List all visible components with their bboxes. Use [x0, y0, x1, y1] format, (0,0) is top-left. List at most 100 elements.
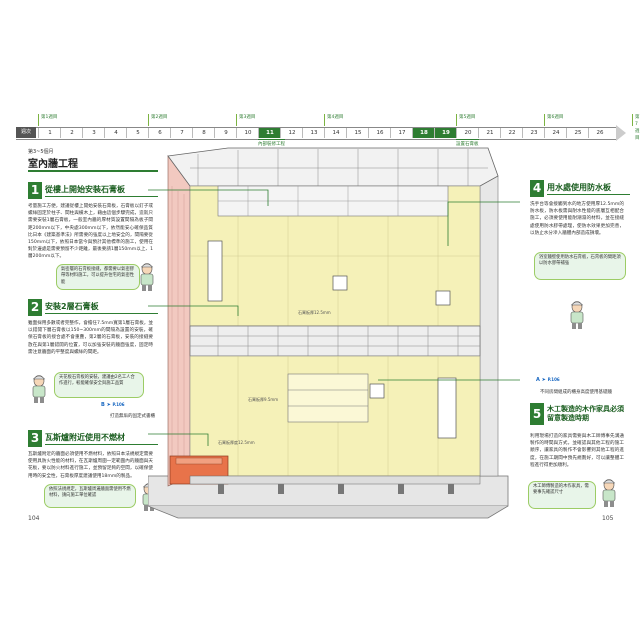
window: [435, 290, 451, 306]
timeline-week-number: 2: [60, 128, 83, 138]
step-rule: [547, 194, 630, 195]
drawing-label: 石膏板厚12.5mm: [298, 309, 331, 315]
timeline-week-number: 9: [214, 128, 237, 138]
timeline-head-label: 週次: [16, 127, 36, 138]
worker-illustration-icon: [32, 375, 46, 403]
timeline-week-number: 1: [38, 128, 61, 138]
timeline-week-number: 16: [368, 128, 391, 138]
step-5-body: 利用現場打造的家具需要與木工師傅事先溝通製作的時間與方式，並確認與其他工程的施工…: [530, 434, 624, 468]
timeline-arrow-icon: [616, 125, 626, 141]
note-bubble: 天花板石膏板的安裝，建議由2名工人合作進行，較能確保安全與施工品質: [54, 372, 144, 398]
ref-b-label: B ➤ P.106: [101, 402, 125, 408]
timeline-week-number: 18: [412, 128, 435, 138]
timeline-week-number: 5: [126, 128, 149, 138]
timeline-week-number: 11: [258, 128, 281, 138]
ref-a-caption: 不同房間組成的櫃身高度使用基礎牆: [540, 390, 612, 395]
worker-illustration-icon: [570, 301, 584, 329]
ref-b-page: P.106: [112, 402, 125, 407]
ref-a-label: A ➤ P.106: [536, 377, 560, 383]
step-2-header: 2 安裝2層石膏板: [28, 299, 158, 317]
step-title: 木工製造的木作家具必須留意製造時期: [547, 405, 624, 422]
note-bubble: 氣密層的石膏板接縫，都需要以氣密膠帶等材料施工，可以提升住宅的氣密性能: [56, 264, 140, 290]
ref-a-letter: A: [536, 377, 540, 383]
timeline-caption: 設置石膏板: [456, 139, 479, 147]
step-title: 從樓上開始安裝石膏板: [45, 185, 125, 194]
timeline-week-number: 3: [82, 128, 105, 138]
step-title: 安裝2層石膏板: [45, 302, 99, 311]
window: [207, 240, 223, 302]
timeline-week-number: 8: [192, 128, 215, 138]
step-1-body: 考量施工方便，建議從樓上開始安裝石膏板，石膏板以釘子或螺絲固定於柱子、間柱與橫木…: [28, 204, 153, 260]
ref-b-caption: 打造無垢的固定式書櫃: [110, 414, 155, 419]
timeline-week-number: 10: [236, 128, 259, 138]
timeline-week-number: 7: [170, 128, 193, 138]
step-title: 用水處使用防水板: [547, 183, 611, 192]
window: [332, 275, 348, 291]
step-number: 2: [28, 299, 42, 316]
timeline-week-number: 23: [522, 128, 545, 138]
timeline-week-number: 19: [434, 128, 457, 138]
step-4-header: 4 用水處使用防水板: [530, 180, 630, 198]
door: [437, 377, 457, 439]
timeline-bar: [16, 127, 616, 140]
step-rule: [45, 444, 158, 445]
timeline-week-marker: 第1週目: [38, 114, 57, 126]
page-number-left: 104: [28, 515, 40, 522]
step-rule: [45, 313, 158, 314]
house-cross-section-drawing: 石膏板厚12.5mm 石膏板厚9.5mm 石膏板厚度12.5mm: [148, 147, 520, 519]
step-5-header: 5 木工製造的木作家具必須留意製造時期: [530, 403, 630, 429]
intermediate-floor: [189, 325, 481, 357]
step-number: 3: [28, 430, 42, 447]
timeline-week-marker: 第4週目: [324, 114, 343, 126]
ref-a-page: P.106: [547, 377, 560, 382]
timeline-week-marker: 第3週目: [236, 114, 255, 126]
timeline-week-number: 25: [566, 128, 589, 138]
timeline-week-number: 20: [456, 128, 479, 138]
timeline-week-marker: 第6週目: [544, 114, 563, 126]
side-wall-left: [167, 155, 191, 487]
section-tag: 第3~5個月: [28, 149, 54, 155]
timeline-week-number: 17: [390, 128, 413, 138]
timeline-week-number: 14: [324, 128, 347, 138]
step-rule: [45, 196, 158, 197]
timeline-week-number: 13: [302, 128, 325, 138]
worker-illustration-icon: [140, 263, 154, 291]
step-number: 5: [530, 403, 544, 425]
timeline-week-number: 15: [346, 128, 369, 138]
ref-b-letter: B: [101, 402, 105, 408]
step-4-body: 洗手台等會接觸到水的地方使用厚12.5mm的防水板，防水板需與耐水性能的底層互相…: [530, 202, 624, 236]
title-rule: [28, 170, 158, 172]
timeline-week-number: 26: [588, 128, 611, 138]
step-number: 1: [28, 182, 42, 199]
timeline-week-number: 4: [104, 128, 127, 138]
step-title: 瓦斯爐附近使用不燃材: [45, 433, 125, 442]
timeline-week-number: 22: [500, 128, 523, 138]
timeline-week-number: 12: [280, 128, 303, 138]
window: [369, 383, 385, 399]
roof-framing: [167, 147, 499, 187]
timeline-week-marker: 第5週目: [456, 114, 475, 126]
timeline-week-number: 24: [544, 128, 567, 138]
timeline-week-number: 21: [478, 128, 501, 138]
note-bubble: 浴室牆壁使用防水石膏板，石膏板的間距須以防水膠帶補強: [534, 252, 626, 280]
ref-arrow-icon: ➤: [106, 402, 111, 408]
timeline-week-marker: 第7週目: [632, 114, 640, 141]
timeline-week-number: 6: [148, 128, 171, 138]
step-3-header: 3 瓦斯爐附近使用不燃材: [28, 430, 158, 448]
built-in-shelf: [287, 373, 369, 423]
step-1-header: 1 從樓上開始安裝石膏板: [28, 182, 158, 200]
drawing-label: 石膏板厚度12.5mm: [218, 439, 255, 445]
note-bubble: 木工師傅製造的木作家具，需要事先確認尺寸: [528, 481, 596, 509]
step-3-body: 瓦斯爐附近的牆面必須使用不燃材料，依照日本法規規定需要使用具防火性能的材料，在瓦…: [28, 452, 153, 479]
page-title: 室內牆工程: [28, 159, 78, 170]
timeline-week-marker: 第2週目: [148, 114, 167, 126]
drawing-label: 石膏板厚9.5mm: [248, 396, 278, 402]
ref-arrow-icon: ➤: [541, 377, 546, 383]
timeline-caption: 內部裝修工程: [258, 139, 285, 147]
step-number: 4: [530, 180, 544, 197]
page-number-right: 105: [602, 515, 614, 522]
worker-illustration-icon: [602, 479, 616, 507]
step-2-body: 雖面採用多數或者完整作，會擔任7.5mm寬第1層石膏板，並以錯開下層石膏板以15…: [28, 321, 153, 355]
note-bubble: 依照法規規定，瓦斯爐周邊牆面需使用不燃材料，請向施工單位確認: [44, 484, 136, 508]
